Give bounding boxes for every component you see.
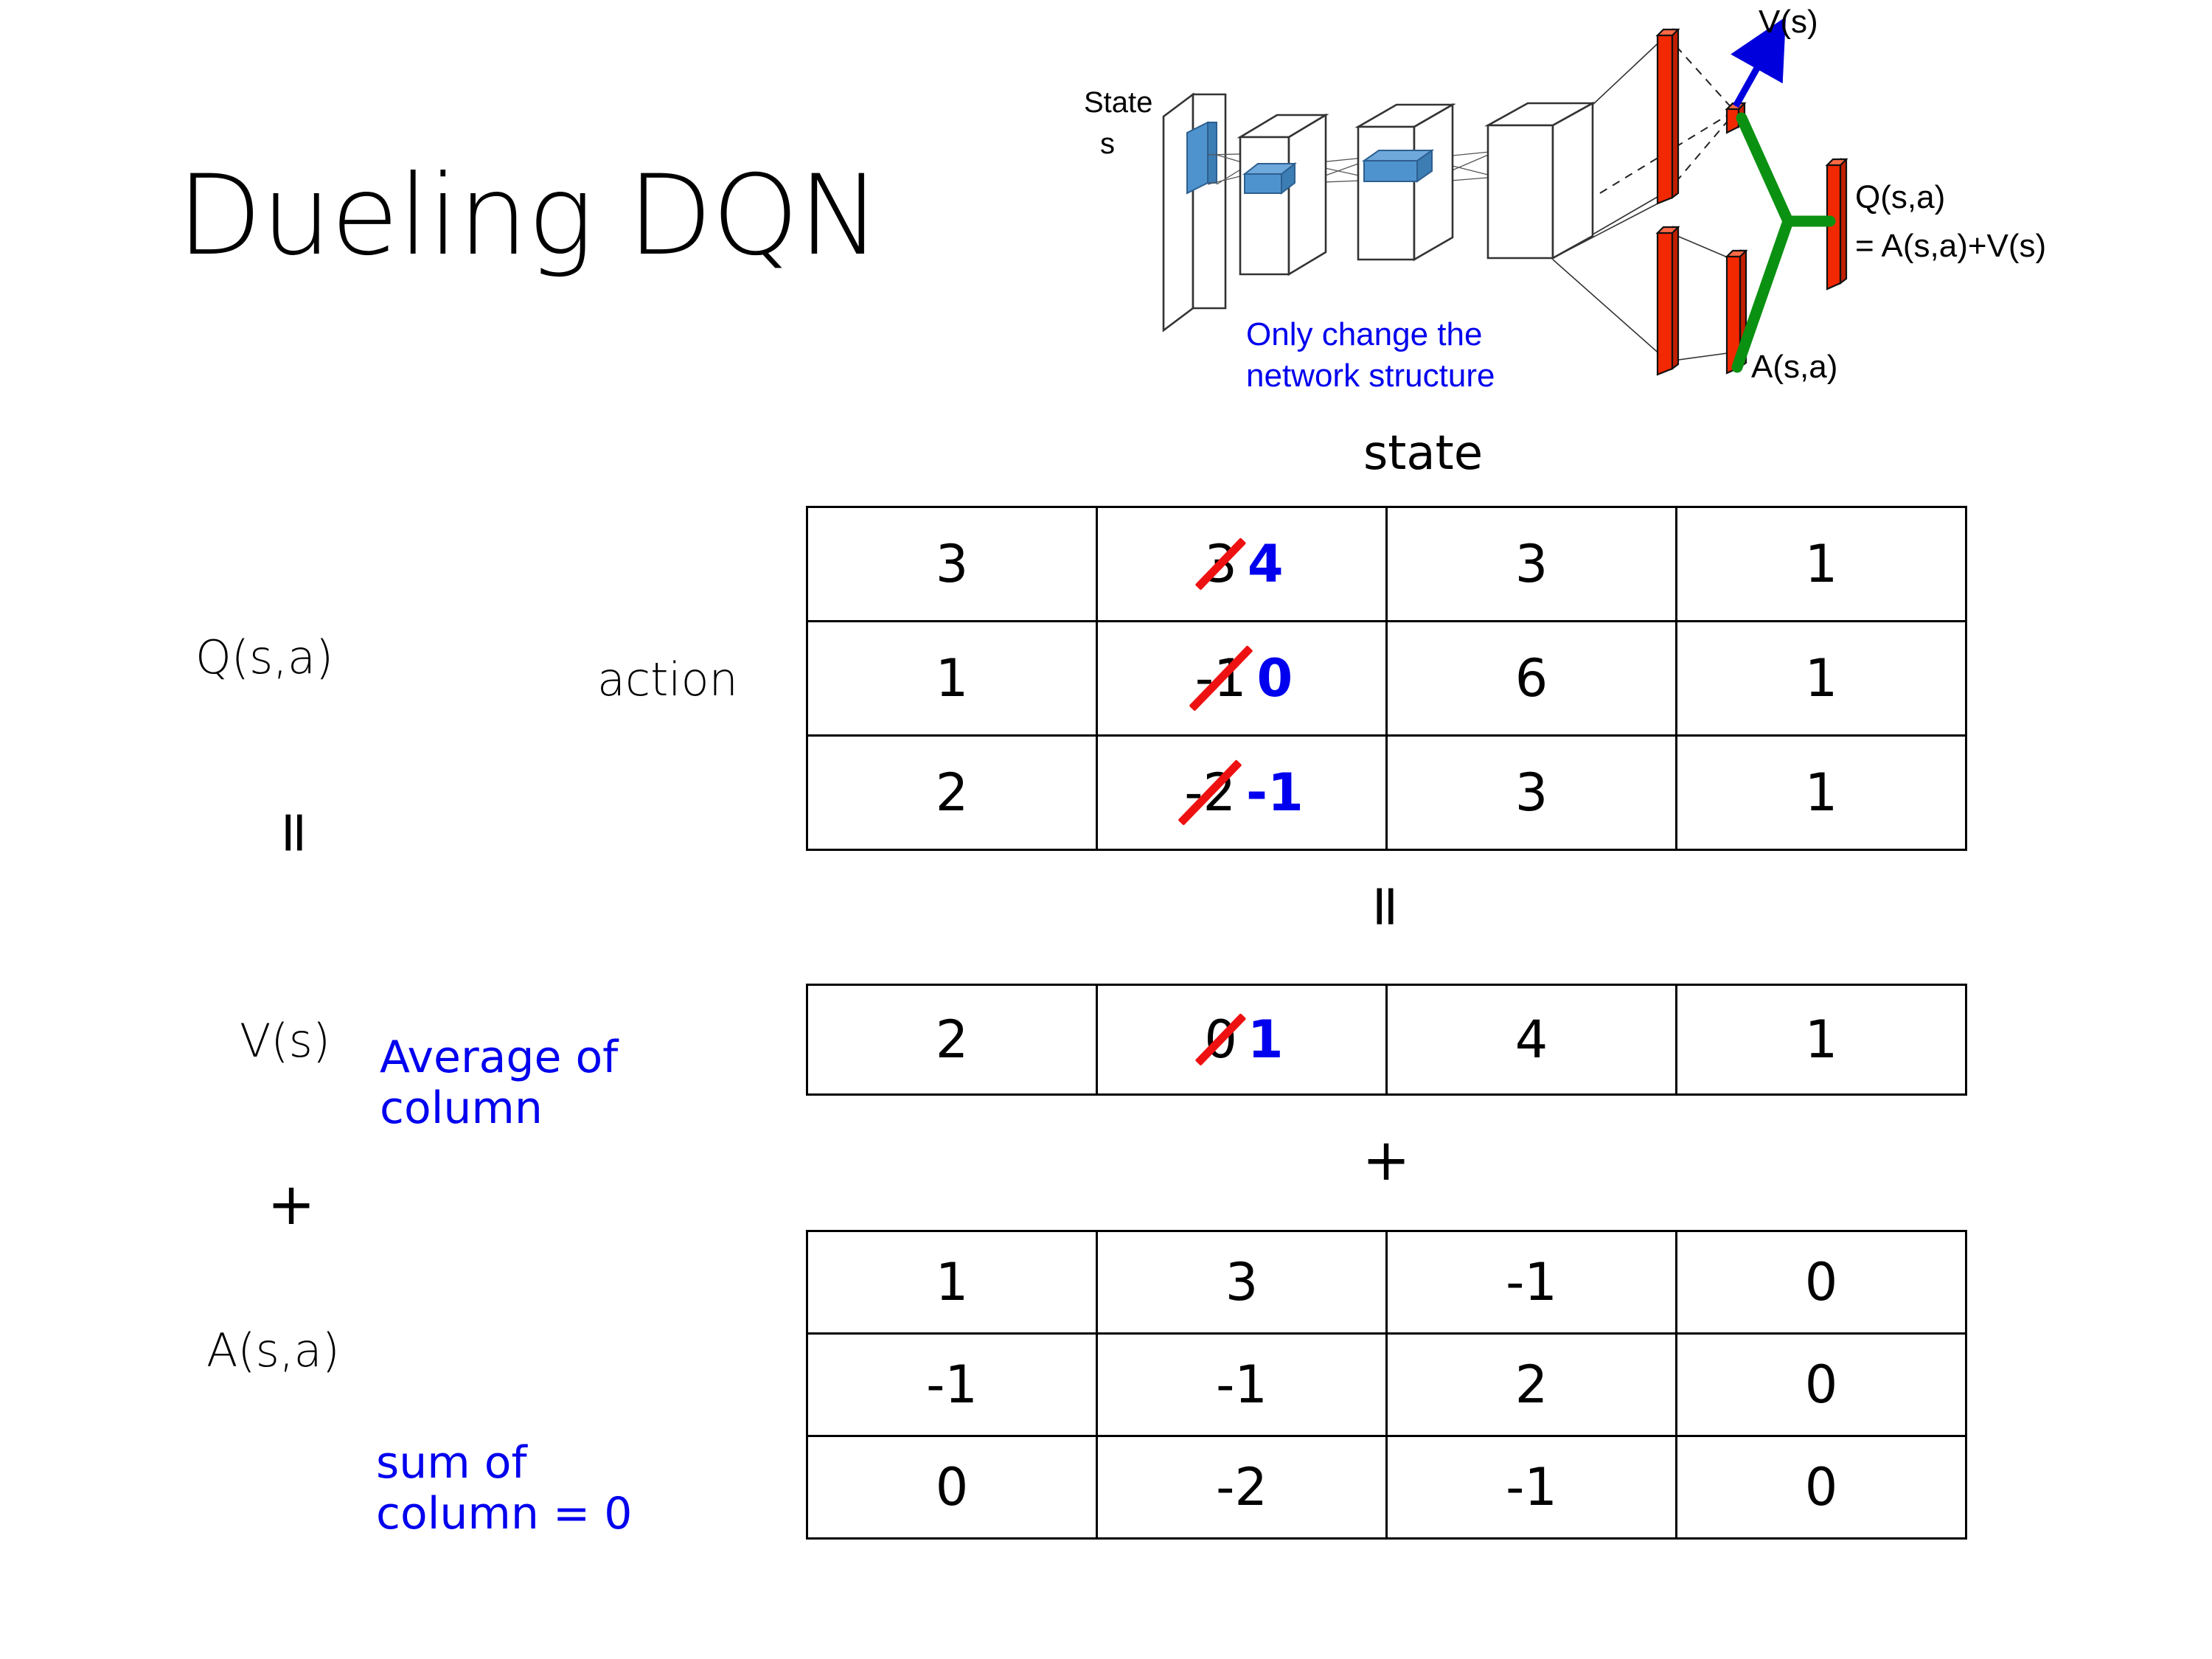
diagram-note-line2: network structure (1246, 358, 1495, 394)
state-label-line1: State (1084, 86, 1152, 119)
value-output-arrow (1731, 16, 1787, 108)
action-axis-label: action (597, 653, 738, 706)
cell-q-0-1[interactable]: 3 4 (1096, 506, 1388, 622)
value-table: 2 0 1 4 1 (806, 984, 1967, 1096)
cell-q-0-2[interactable]: 3 (1385, 506, 1677, 622)
struck-value: -1 (1191, 648, 1251, 709)
table-row: 2 -2 -1 3 1 (806, 734, 1967, 851)
table-row: 3 3 4 3 1 (806, 506, 1967, 622)
cell-a-0-0[interactable]: 1 (806, 1230, 1098, 1335)
table-row: 1 3 -1 0 (806, 1230, 1967, 1335)
q-value-table: 3 3 4 3 1 1 -1 0 6 1 2 (806, 506, 1967, 851)
q-output-label-line2: = A(s,a)+V(s) (1855, 228, 2046, 264)
cell-a-1-0[interactable]: -1 (806, 1332, 1098, 1437)
cell-q-0-3[interactable]: 1 (1675, 506, 1967, 622)
cell-q-2-1[interactable]: -2 -1 (1096, 734, 1388, 851)
state-axis-label: state (1363, 426, 1484, 481)
cell-v-0-2[interactable]: 4 (1385, 984, 1677, 1096)
aggregation-connector (1731, 112, 1836, 373)
plus-sign-middle: + (1362, 1127, 1411, 1194)
split-lines (1552, 35, 1669, 362)
average-note-line1: Average of (380, 1032, 619, 1083)
cell-v-0-3[interactable]: 1 (1675, 984, 1967, 1096)
equals-sign-left: = (262, 808, 328, 857)
average-of-column-note: Average of column (380, 1032, 618, 1134)
table-row: -1 -1 2 0 (806, 1332, 1967, 1437)
cell-a-2-0[interactable]: 0 (806, 1435, 1098, 1540)
conv-block-1 (1237, 113, 1329, 276)
cell-a-0-2[interactable]: -1 (1385, 1230, 1677, 1335)
plus-sign-left: + (267, 1172, 316, 1238)
fc-bar-advantage (1655, 226, 1680, 376)
corrected-value: 1 (1247, 1009, 1284, 1070)
advantage-stream-label: A(s,a) (1751, 349, 1837, 385)
value-stream-label: V(s) (1759, 4, 1818, 40)
cell-a-1-1[interactable]: -1 (1096, 1332, 1388, 1437)
table-row: 2 0 1 4 1 (806, 984, 1967, 1096)
corrected-value: 4 (1247, 534, 1284, 594)
cell-a-0-1[interactable]: 3 (1096, 1230, 1388, 1335)
sum-note-line1: sum of (376, 1437, 527, 1489)
struck-value: 3 (1200, 534, 1242, 594)
input-receptive-field (1186, 121, 1217, 195)
cell-a-2-3[interactable]: 0 (1675, 1435, 1967, 1540)
cell-q-1-0[interactable]: 1 (806, 620, 1098, 737)
conv-block-2-filter (1361, 149, 1435, 183)
cell-q-1-1[interactable]: -1 0 (1096, 620, 1388, 737)
advantage-table: 1 3 -1 0 -1 -1 2 0 0 -2 -1 0 (806, 1230, 1967, 1540)
conv-block-3 (1484, 101, 1597, 260)
cell-a-1-3[interactable]: 0 (1675, 1332, 1967, 1437)
dueling-network-diagram: State s Only change the network structur… (1084, 0, 2212, 413)
cell-q-1-2[interactable]: 6 (1385, 620, 1677, 737)
cell-a-2-2[interactable]: -1 (1385, 1435, 1677, 1540)
diagram-note-line1: Only change the (1246, 316, 1482, 352)
cell-q-0-0[interactable]: 3 (806, 506, 1098, 622)
table-row: 0 -2 -1 0 (806, 1435, 1967, 1540)
table-row: 1 -1 0 6 1 (806, 620, 1967, 737)
cell-v-0-0[interactable]: 2 (806, 984, 1098, 1096)
average-note-line2: column (380, 1082, 543, 1134)
cell-q-2-3[interactable]: 1 (1675, 734, 1967, 851)
cell-a-2-1[interactable]: -2 (1096, 1435, 1388, 1540)
fc-bar-value (1655, 28, 1680, 205)
page-title: Dueling DQN (177, 152, 881, 280)
struck-value: 0 (1200, 1009, 1242, 1070)
conv-block-1-filter (1242, 161, 1297, 195)
cell-a-0-3[interactable]: 0 (1675, 1230, 1967, 1335)
cell-q-2-2[interactable]: 3 (1385, 734, 1677, 851)
cell-a-1-2[interactable]: 2 (1385, 1332, 1677, 1437)
equals-sign-middle: = (1353, 882, 1419, 931)
q-function-label: Q(s,a) (195, 630, 334, 684)
sum-note-line2: column = 0 (376, 1488, 633, 1540)
cell-q-1-3[interactable]: 1 (1675, 620, 1967, 737)
value-function-label: V(s) (240, 1014, 331, 1068)
advantage-function-label: A(s,a) (206, 1324, 340, 1377)
struck-value: -2 (1180, 762, 1240, 823)
cell-v-0-1[interactable]: 0 1 (1096, 984, 1388, 1096)
cell-q-2-0[interactable]: 2 (806, 734, 1098, 851)
corrected-value: 0 (1256, 648, 1293, 709)
corrected-value: -1 (1246, 762, 1304, 823)
sum-of-column-note: sum of column = 0 (376, 1438, 632, 1540)
q-output-label-line1: Q(s,a) (1855, 179, 1945, 215)
state-label-line2: s (1100, 128, 1115, 160)
